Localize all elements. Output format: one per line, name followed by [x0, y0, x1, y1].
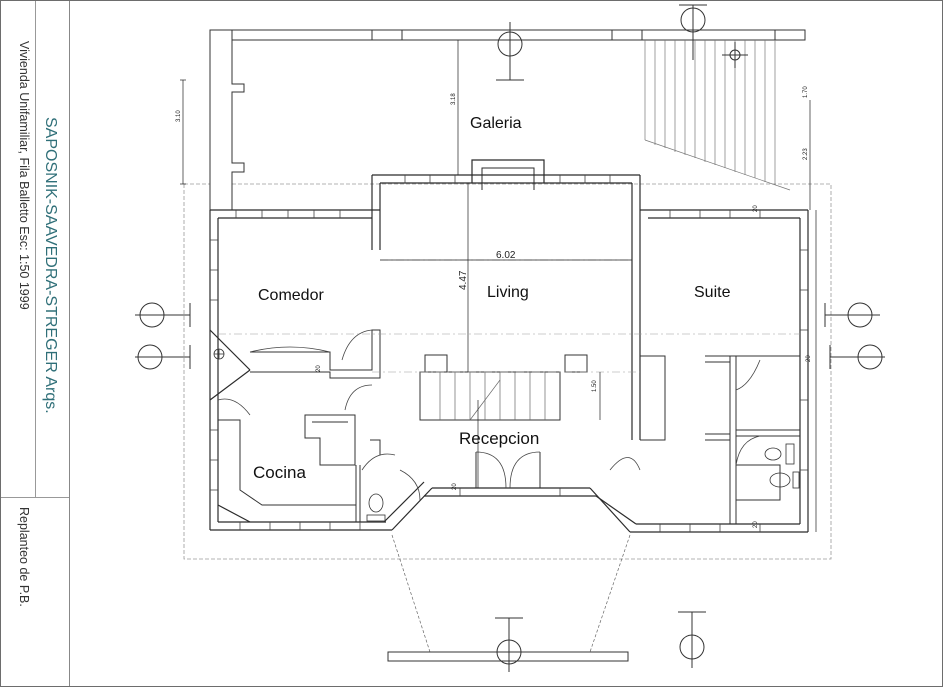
interior-walls	[218, 329, 800, 524]
room-labels: Galeria Comedor Living Suite Recepcion C…	[253, 115, 731, 482]
section-marker-top-1	[496, 22, 524, 81]
room-comedor: Comedor	[258, 287, 324, 304]
sanitary-fixtures	[213, 348, 800, 522]
envelope-outline	[183, 183, 832, 560]
section-markers	[135, 4, 885, 672]
title-block-divider	[35, 1, 36, 497]
dim-small-a: 20	[316, 365, 322, 372]
dimension-lines	[180, 40, 817, 532]
section-marker-bottom-2	[678, 611, 706, 668]
dim-right-upper: 2.23	[803, 148, 809, 160]
dim-living-depth: 4.47	[458, 270, 469, 290]
wall-block-marks	[210, 175, 808, 532]
dim-galeria-depth: 3.18	[451, 93, 457, 105]
room-suite: Suite	[694, 284, 731, 301]
section-marker-left-1	[135, 302, 191, 328]
section-marker-left-2	[135, 344, 191, 370]
entry-path	[391, 534, 631, 653]
door-swings	[217, 329, 761, 501]
room-galeria: Galeria	[470, 115, 522, 132]
dim-small-b: 20	[452, 483, 458, 490]
room-living: Living	[487, 284, 529, 301]
section-marker-right-2	[829, 344, 885, 370]
section-marker-top-2	[679, 4, 707, 60]
dim-small-c: 20	[753, 205, 759, 212]
dim-left-offset: 3.10	[176, 110, 182, 122]
entry-step	[387, 651, 629, 662]
dim-small-e: 20	[806, 355, 812, 362]
axis-lines	[218, 259, 800, 373]
dim-living-width: 6.02	[496, 250, 516, 261]
dim-stair: 1.50	[592, 380, 598, 392]
title-block: SAPOSNIK-SAAVEDRA-STREGER Arqs. Vivienda…	[1, 1, 70, 686]
room-cocina: Cocina	[253, 463, 306, 482]
section-marker-right-1	[824, 302, 880, 328]
room-recepcion: Recepcion	[459, 429, 539, 448]
dimension-labels: 6.02 4.47 3.18 3.10 2.23 1.70 1.50 20 20…	[176, 86, 812, 528]
title-block-main	[1, 1, 69, 498]
dim-right-top: 1.70	[803, 86, 809, 98]
section-marker-bottom-1	[495, 617, 523, 672]
dim-small-d: 20	[753, 521, 759, 528]
section-marker-top-3	[722, 42, 748, 68]
galeria-structure	[209, 29, 806, 211]
